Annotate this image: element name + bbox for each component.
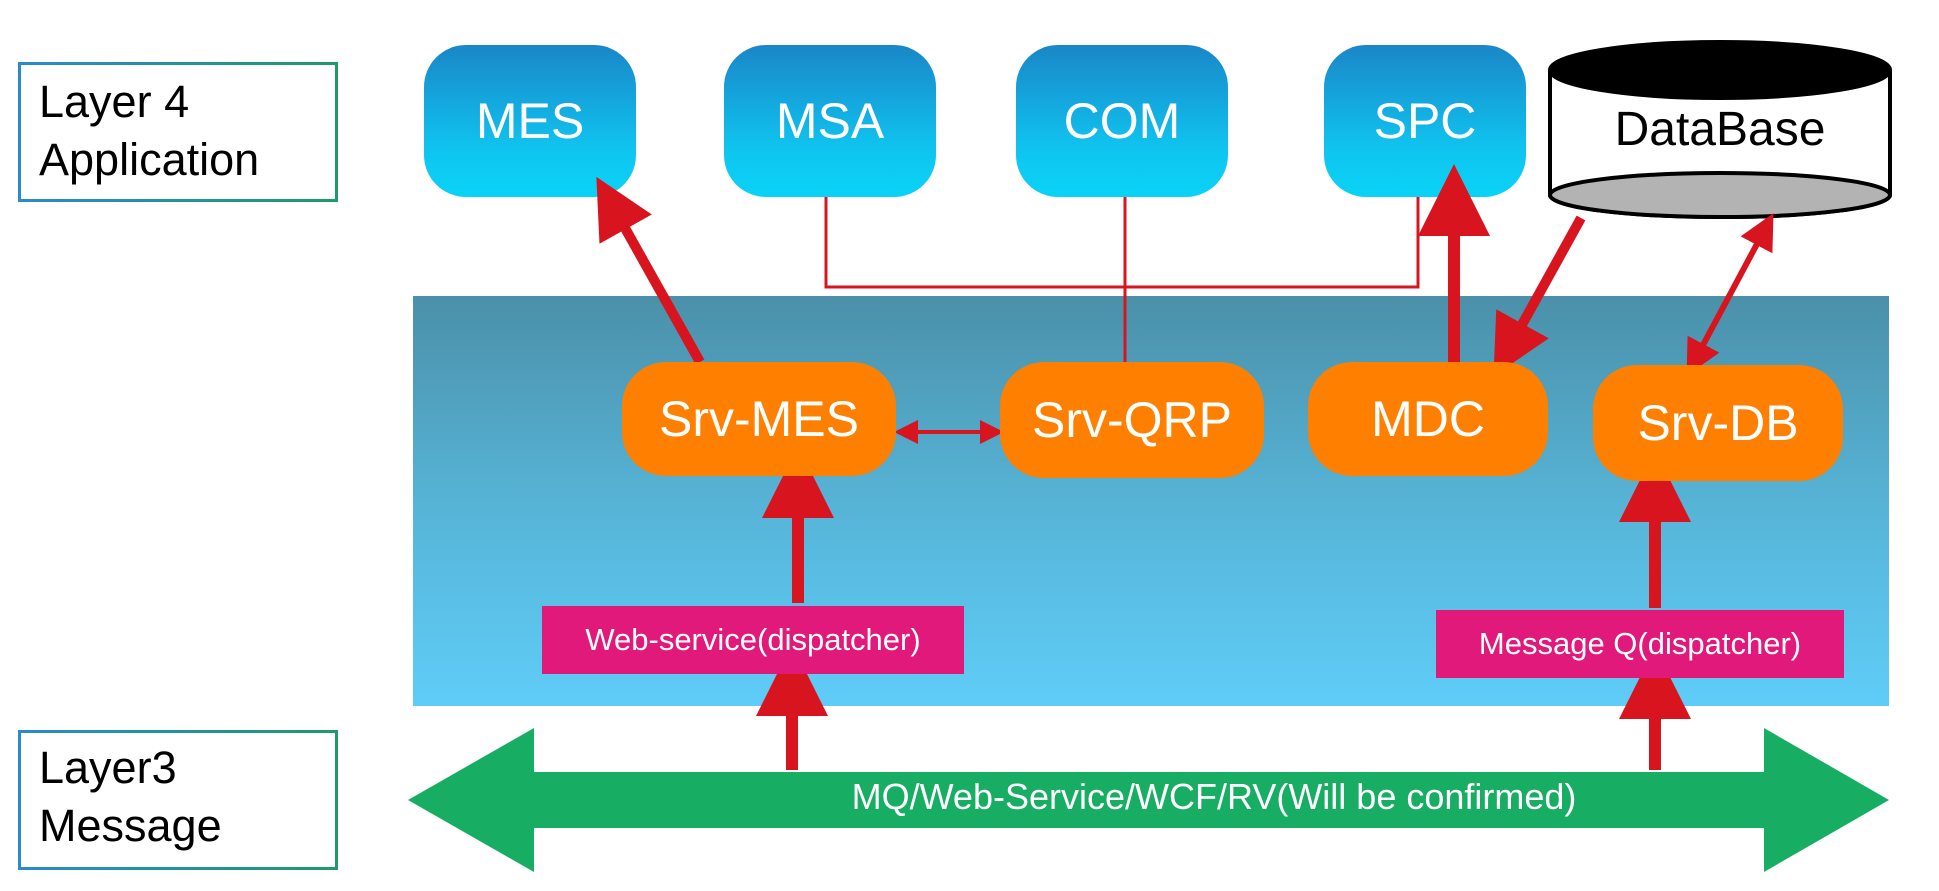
message-q-dispatcher-label: Message Q(dispatcher) — [1478, 626, 1802, 661]
app-box-msa: MSA — [724, 45, 936, 197]
app-label-com: COM — [1063, 93, 1181, 149]
message-q-dispatcher: Message Q(dispatcher) — [1436, 610, 1844, 678]
message-bus-arrow — [408, 728, 1889, 872]
web-service-dispatcher: Web-service(dispatcher) — [542, 606, 964, 674]
qrp-connector-lines — [824, 197, 1420, 365]
app-box-com: COM — [1016, 45, 1228, 197]
srv-db-box: Srv-DB — [1593, 365, 1843, 481]
srv-mes-label: Srv-MES — [659, 391, 859, 447]
layer4-name: Application — [39, 134, 260, 185]
mdc-box: MDC — [1308, 362, 1548, 476]
mdc-label: MDC — [1371, 391, 1485, 447]
service-arrows — [596, 164, 1774, 770]
message-bus-label: MQ/Web-Service/WCF/RV(Will be confirmed) — [851, 776, 1577, 817]
arrow-srvmes-to-mes — [596, 176, 705, 365]
srv-db-label: Srv-DB — [1637, 395, 1799, 451]
app-box-mes: MES — [424, 45, 636, 197]
srv-qrp-box: Srv-QRP — [1000, 362, 1264, 478]
arrow-database-to-mdc — [1493, 215, 1586, 377]
layer3-number: Layer3 — [39, 742, 177, 793]
arrow-srvdb-database — [1686, 213, 1774, 376]
srv-mes-box: Srv-MES — [622, 362, 896, 476]
layer3-label: Layer3 Message — [18, 730, 338, 870]
web-service-dispatcher-label: Web-service(dispatcher) — [585, 622, 921, 657]
layer4-number: Layer 4 — [39, 76, 190, 127]
app-label-mes: MES — [475, 93, 585, 149]
database-cylinder — [1548, 40, 1892, 219]
database-label: DataBase — [1614, 103, 1826, 156]
srv-qrp-label: Srv-QRP — [1032, 392, 1232, 448]
app-label-spc: SPC — [1373, 93, 1477, 149]
app-label-msa: MSA — [775, 93, 885, 149]
layer4-label: Layer 4 Application — [18, 62, 338, 202]
layer3-name: Message — [39, 800, 222, 851]
